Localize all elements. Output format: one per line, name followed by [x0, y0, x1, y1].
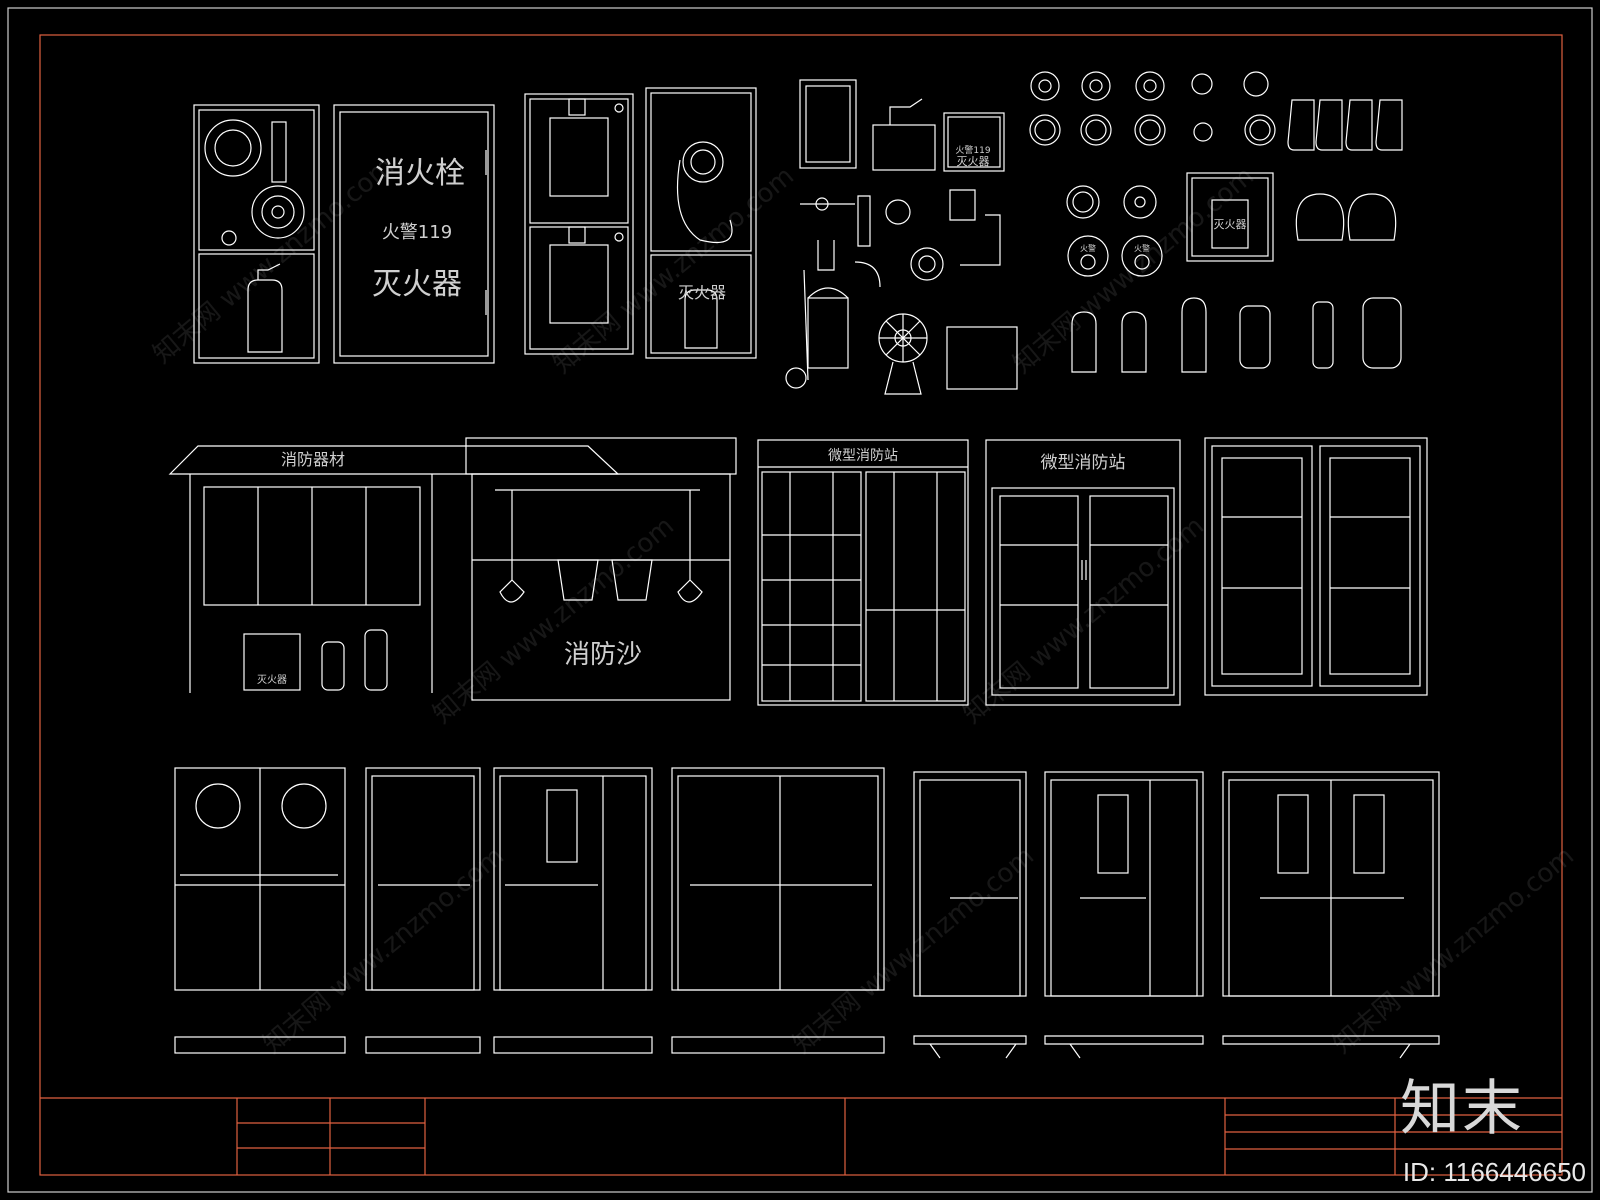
micro-station-2-title: 微型消防站 [1041, 453, 1126, 473]
fire-door-1 [174, 767, 346, 991]
fire-door-5 [913, 771, 1027, 997]
hydrant-cabinet-extinguisher-label: 灭火器 [372, 267, 462, 302]
equipment-kiosk-title: 消防器材 [281, 450, 345, 469]
cabinet-extinguisher-label: 灭火器 [678, 283, 726, 302]
fire-hydrant-icon [1071, 311, 1097, 373]
kiosk-box-label: 灭火器 [257, 674, 287, 686]
title-block [40, 1097, 1562, 1175]
fire-door-4 [671, 767, 885, 991]
alarm-button-1-label: 火警 [1080, 243, 1096, 253]
fire-hose-reel-icon [204, 119, 262, 177]
boot-icon [1287, 99, 1315, 151]
hose-reel-cabinet [645, 87, 757, 359]
brand-logo: 知末 [1400, 1074, 1524, 1144]
hydrant-cabinet-phone: 火警119 [382, 222, 452, 243]
small-box-phone: 火警119 [955, 144, 990, 156]
wall-extinguisher-box [1186, 172, 1274, 262]
fire-door-7 [1222, 771, 1440, 997]
valve-icon [815, 197, 829, 211]
door-plan-views [174, 1035, 1440, 1059]
smoke-detector-icon [1030, 71, 1060, 101]
hydrant-cabinet-title: 消火栓 [375, 156, 465, 191]
sprinkler-icon [1191, 73, 1213, 95]
fire-door-3 [493, 767, 653, 991]
hydrant-hose-cabinet [193, 104, 320, 364]
sand-cabinet-label: 消防沙 [564, 640, 642, 670]
glass-gear-cabinet [1204, 437, 1428, 696]
bucket-icon [557, 559, 599, 601]
fire-fittings-group [785, 79, 1018, 395]
detectors-grid [1029, 71, 1276, 277]
micro-fire-station-1 [757, 439, 969, 706]
micro-fire-station-2 [985, 439, 1181, 706]
alarm-button-2-label: 火警 [1134, 243, 1150, 253]
image-id-label: ID: 1166446650 [1402, 1157, 1586, 1187]
protective-gear [1287, 99, 1403, 241]
micro-station-1-title: 微型消防站 [828, 448, 898, 464]
fire-door-2 [365, 767, 481, 991]
double-compartment-cabinet [524, 93, 634, 355]
hydrant-door-cabinet [333, 104, 495, 364]
helmet-icon [1295, 193, 1345, 241]
equipment-kiosk [168, 445, 620, 693]
shovel-icon [499, 490, 525, 603]
hydrants-and-extinguishers [1071, 297, 1402, 373]
fire-extinguisher-icon [247, 279, 283, 353]
drawing-frame [39, 34, 1563, 1176]
fire-door-6 [1044, 771, 1204, 997]
outer-border [7, 7, 1593, 1193]
wall-box-label: 灭火器 [1214, 218, 1247, 231]
fire-sand-cabinet [465, 437, 737, 701]
small-box-label: 灭火器 [957, 155, 990, 168]
